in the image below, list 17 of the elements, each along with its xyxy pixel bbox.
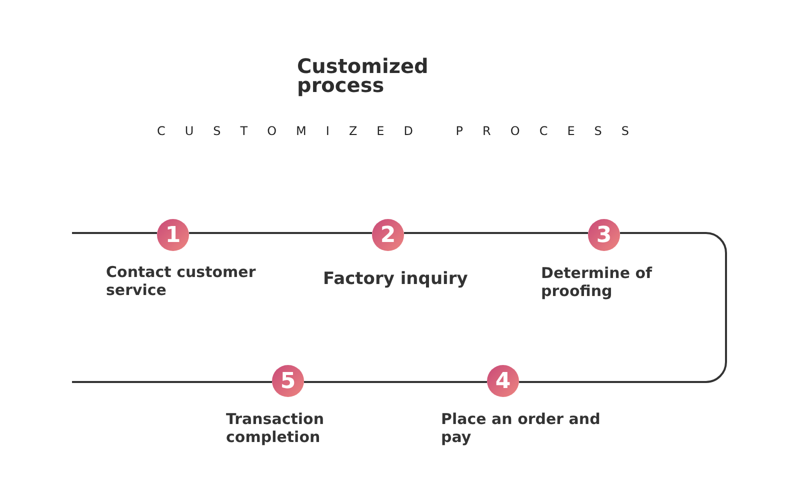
- step-number-circle: 4: [487, 365, 519, 397]
- connector-line: [404, 232, 588, 234]
- connector-line: [72, 381, 272, 383]
- step-label: Transaction completion: [226, 410, 326, 446]
- connector-line: [72, 232, 157, 234]
- step-label: Determine of proofing: [541, 264, 654, 300]
- step-number-circle: 5: [272, 365, 304, 397]
- step-label: Contact customer service: [106, 263, 257, 299]
- connector-line: [189, 232, 372, 234]
- step-label: Factory inquiry: [323, 270, 469, 288]
- step-number-circle: 1: [157, 219, 189, 251]
- title: Customized process: [297, 57, 430, 95]
- connector-line: [519, 232, 727, 383]
- step-number-circle: 3: [588, 219, 620, 251]
- step-label: Place an order and pay: [441, 410, 601, 446]
- step-number-circle: 2: [372, 219, 404, 251]
- subtitle: CUSTOMIZED PROCESS: [157, 124, 649, 138]
